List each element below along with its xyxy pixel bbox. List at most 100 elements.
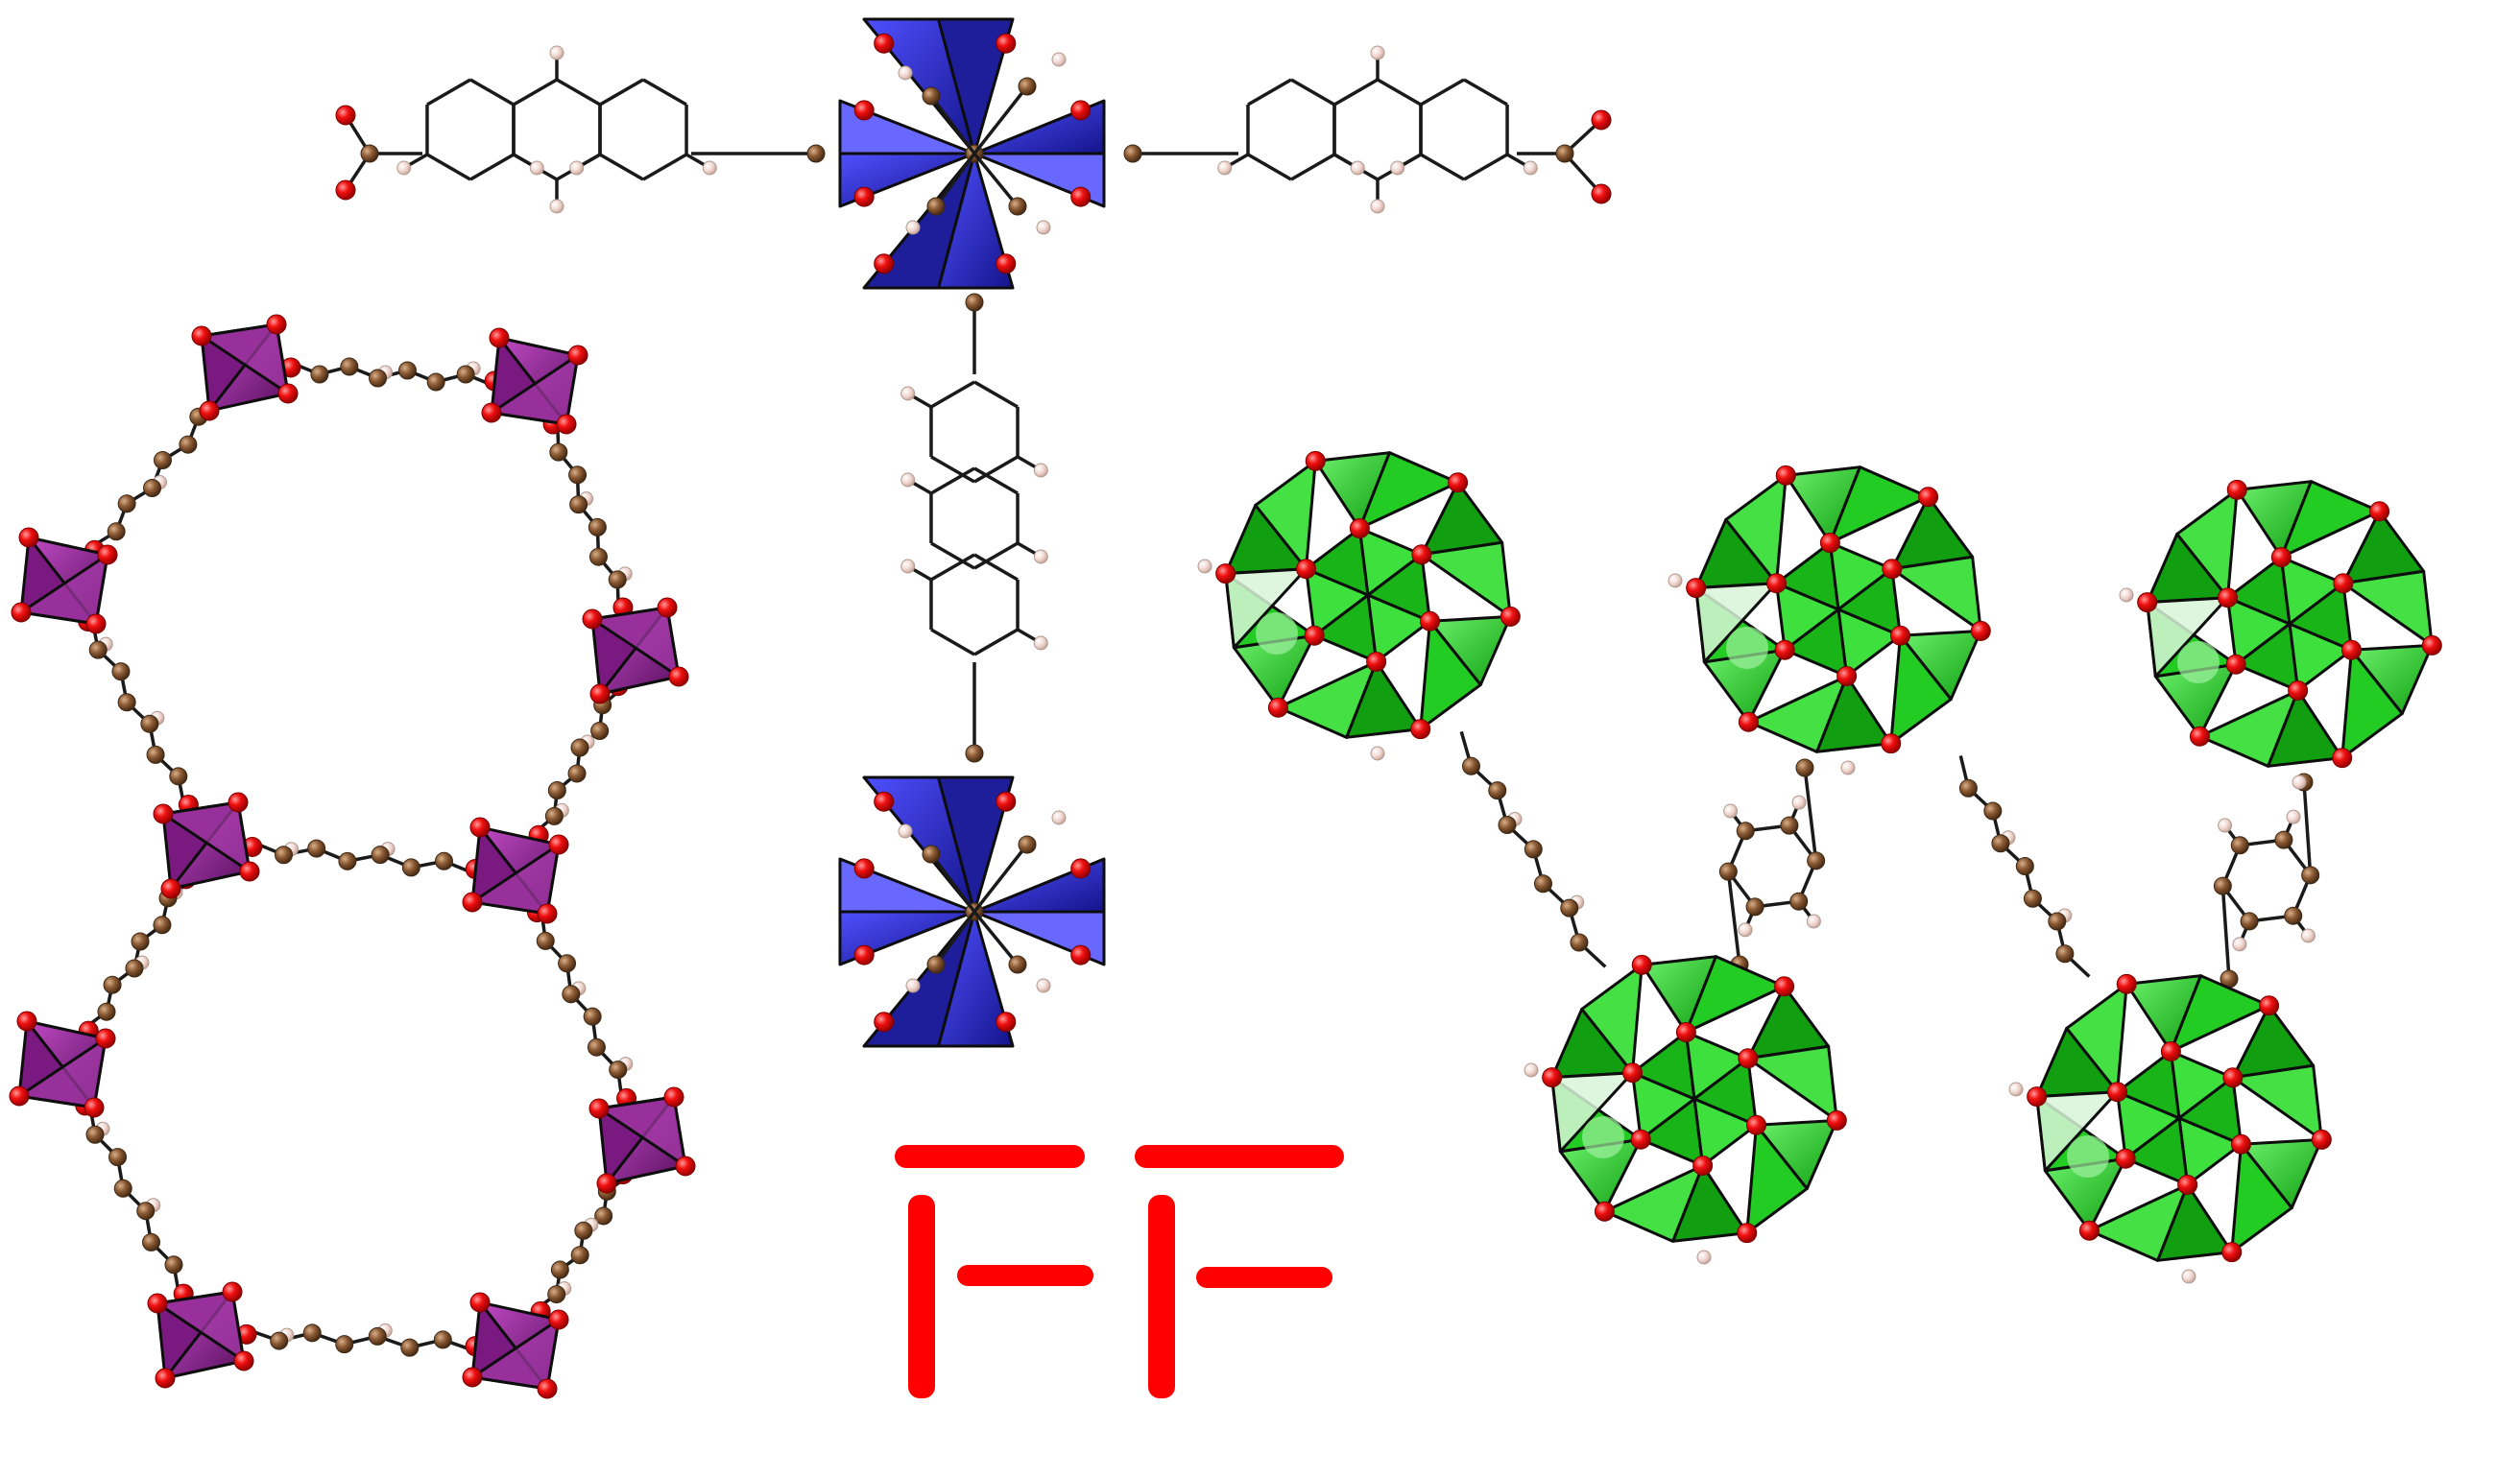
oxygen-atom: [1070, 100, 1092, 121]
bond: [972, 843, 1029, 914]
hydrogen-atom: [569, 160, 585, 176]
oxygen-atom: [97, 544, 118, 565]
oxygen-atom: [228, 792, 249, 813]
carbon-atom: [136, 1202, 156, 1221]
carbon-atom: [1958, 778, 1978, 798]
tetrahedron-face: [470, 843, 561, 916]
octahedron-face: [2230, 1142, 2293, 1254]
oxygen-atom: [1419, 610, 1440, 632]
oxygen-atom: [1296, 559, 1317, 580]
carbon-atom: [433, 1330, 452, 1349]
bond: [556, 78, 601, 107]
carbon-atom: [2015, 856, 2034, 875]
carbon-atom: [143, 479, 162, 498]
chain-linkers: [1459, 730, 2320, 989]
metal-center: [1582, 1116, 1624, 1158]
hydrogen-atom: [898, 65, 913, 81]
hexagonal-framework-panel: [9, 314, 696, 1399]
oxygen-atom: [2160, 1041, 2181, 1062]
hydrogen-atom: [1370, 199, 1385, 214]
oxygen-atom: [2107, 1082, 2128, 1103]
oxygen-atom: [155, 1368, 176, 1389]
oxygen-atom: [596, 1173, 617, 1194]
carbon-atom: [1560, 898, 1579, 918]
carbon-atom: [1018, 77, 1037, 96]
bond: [599, 78, 644, 107]
oxygen-atom: [996, 33, 1017, 54]
oxygen-atom: [266, 314, 287, 335]
carbon-atom: [142, 1232, 161, 1252]
oxygen-atom: [1970, 620, 1991, 641]
carbon-atom: [570, 738, 589, 757]
carbon-atom: [1745, 897, 1764, 917]
carbon-atom: [2274, 830, 2293, 849]
bond: [1420, 78, 1465, 107]
octahedron-face: [1684, 955, 1787, 1035]
tetrahedron-face: [590, 606, 681, 679]
carbon-atom: [1736, 822, 1755, 841]
octahedron-face: [1745, 1123, 1809, 1235]
hydrogen-atom: [900, 472, 916, 488]
oxygen-atom: [2027, 1086, 2048, 1108]
paddlewheel-linker-panel: [335, 17, 1612, 1048]
hydrogen-atom: [2286, 809, 2301, 824]
hydrogen-atom: [1738, 922, 1753, 938]
oxygen-atom: [2221, 1242, 2243, 1263]
carbon-atom: [179, 435, 198, 454]
oxygen-atom: [2225, 654, 2246, 675]
bond: [426, 78, 471, 107]
carbon-atom: [153, 450, 172, 469]
carbon-atom: [435, 851, 454, 870]
oxygen-atom: [1215, 563, 1236, 584]
hydrogen-atom: [1370, 746, 1385, 761]
bond: [1290, 153, 1335, 181]
carbon-atom: [574, 1221, 593, 1240]
oxygen-atom: [18, 527, 39, 548]
hydrogen-atom: [2232, 937, 2247, 952]
hydrogen-atom: [1350, 160, 1365, 176]
oxygen-atom: [874, 33, 895, 54]
bond: [929, 94, 976, 155]
octahedron-face: [2169, 974, 2271, 1054]
carbon-atom: [1780, 816, 1799, 835]
bond: [1463, 153, 1508, 181]
oxygen-atom: [663, 1086, 684, 1108]
octahedron-face: [838, 99, 976, 155]
bond: [973, 541, 1019, 570]
carbon-atom: [562, 985, 581, 1004]
octahedron-face: [1746, 1044, 1838, 1122]
carbon-atom: [547, 1285, 566, 1304]
oxygen-atom: [853, 944, 875, 965]
hydrogen-atom: [1840, 760, 1856, 775]
oxygen-atom: [462, 1367, 483, 1388]
carbon-atom: [164, 1255, 183, 1275]
carbon-atom: [97, 1002, 116, 1021]
oxygen-atom: [2226, 479, 2247, 500]
oxygen-atom: [2369, 501, 2390, 522]
oxygen-atom: [9, 1085, 30, 1107]
bond: [426, 153, 471, 181]
carbon-atom: [117, 494, 136, 513]
octahedron-face: [1357, 451, 1460, 531]
oxygen-atom: [1745, 1114, 1766, 1135]
octahedron-face: [1366, 553, 1431, 623]
tetrahedron-face: [19, 553, 109, 626]
oxygen-atom: [239, 861, 260, 882]
oxygen-atom: [147, 1293, 168, 1314]
tetrahedron-face: [200, 322, 290, 395]
oxygen-atom: [335, 179, 356, 201]
octahedron-face: [2146, 596, 2230, 679]
carbon-atom: [2055, 944, 2075, 964]
oxygen-atom: [853, 858, 875, 879]
oxygen-atom: [2421, 634, 2442, 656]
carbon-atom: [107, 522, 126, 541]
bond: [930, 628, 975, 656]
oxygen-atom: [199, 400, 220, 421]
carbon-atom: [549, 442, 568, 462]
carbon-atom: [569, 495, 588, 514]
carbon-atom: [153, 916, 172, 935]
bond: [934, 152, 976, 208]
oxygen-atom: [996, 253, 1017, 274]
linker-bonds: [344, 53, 1603, 753]
bond: [1290, 78, 1335, 107]
